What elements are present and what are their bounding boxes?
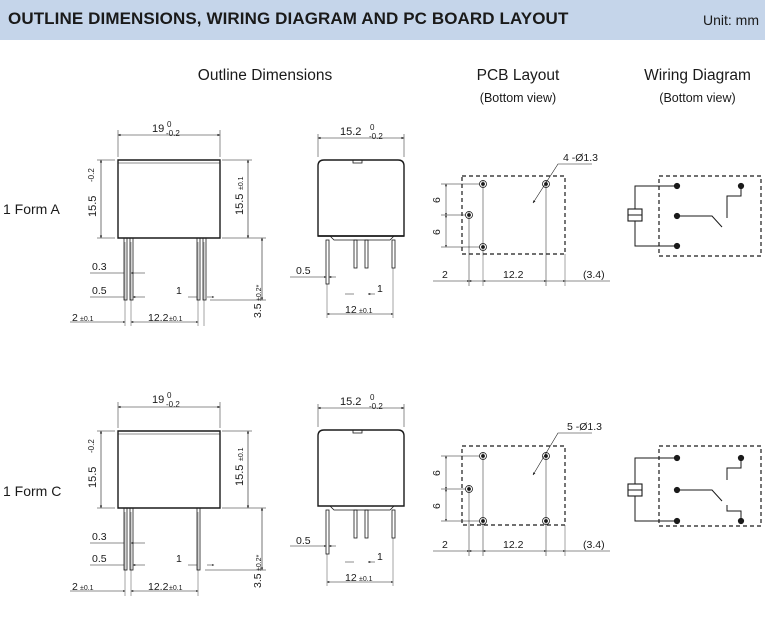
svg-text:-0.2: -0.2: [166, 400, 180, 409]
svg-text:±0.1: ±0.1: [80, 585, 94, 592]
pcb-bottom-view: (Bottom view): [479, 91, 557, 105]
form-c-side-view: [290, 404, 405, 586]
form-c-pcb-6b: 6: [431, 503, 443, 509]
svg-text:-0.2: -0.2: [369, 402, 383, 411]
section-title-wiring: Wiring Diagram: [644, 67, 751, 84]
form-a-front-width: 19: [152, 123, 164, 135]
form-a-pcb-2: 2: [442, 269, 448, 281]
form-c-pcb-2: 2: [442, 539, 448, 551]
form-a-side-1: 1: [377, 283, 383, 295]
form-c-pcb-layout: [433, 432, 610, 556]
form-a-front-height-right: 15.5: [234, 194, 246, 215]
form-a-pcb-6b: 6: [431, 229, 443, 235]
form-a-pin-1: 1: [176, 285, 182, 297]
form-c-side-05: 0.5: [296, 535, 311, 547]
form-c-wiring-diagram: [627, 445, 762, 527]
svg-text:±0.1: ±0.1: [169, 316, 183, 323]
form-a-pcb-holes: 4 -Ø1.3: [563, 152, 598, 164]
form-a-front-view: [70, 130, 266, 326]
form-c-pin-1: 1: [176, 553, 182, 565]
form-c-pcb-3-4: (3.4): [583, 539, 605, 551]
form-c-side-1: 1: [377, 551, 383, 563]
form-a-pcb-3-4: (3.4): [583, 269, 605, 281]
unit-label: Unit: mm: [703, 12, 759, 28]
svg-text:0: 0: [167, 391, 172, 400]
form-c-pin-05: 0.5: [92, 553, 107, 565]
form-a-pcb-6a: 6: [431, 197, 443, 203]
form-a-pitch-12-2: 12.2: [148, 312, 169, 324]
form-c-pitch-12-2: 12.2: [148, 581, 169, 593]
row-label-form-c: 1 Form C: [3, 483, 62, 499]
form-c-pcb-6a: 6: [431, 470, 443, 476]
header-bar: OUTLINE DIMENSIONS, WIRING DIAGRAM AND P…: [0, 0, 765, 40]
page-title: OUTLINE DIMENSIONS, WIRING DIAGRAM AND P…: [8, 9, 569, 28]
form-a-pin-03: 0.3: [92, 261, 107, 273]
svg-text:±0.1: ±0.1: [80, 316, 94, 323]
svg-text:±0.2*: ±0.2*: [256, 284, 263, 301]
form-c-side-pitch-12: 12: [345, 572, 357, 584]
svg-text:-0.2: -0.2: [369, 132, 383, 141]
svg-text:±0.2*: ±0.2*: [256, 554, 263, 571]
svg-text:±0.1: ±0.1: [238, 176, 245, 190]
form-a-wiring-diagram: [627, 175, 762, 257]
form-a-front-height: 15.5: [87, 196, 99, 217]
form-c-front-width: 19: [152, 394, 164, 406]
form-c-side-depth: 15.2: [340, 396, 361, 408]
form-c-pin-length: 3.5: [252, 573, 264, 588]
form-a-pcb-12-2: 12.2: [503, 269, 524, 281]
svg-text:±0.1: ±0.1: [359, 576, 373, 583]
form-c-front-height-right: 15.5: [234, 465, 246, 486]
svg-text:±0.1: ±0.1: [169, 585, 183, 592]
svg-text:-0.2: -0.2: [87, 168, 96, 182]
form-c-front-view: [70, 402, 266, 596]
svg-text:±0.1: ±0.1: [238, 447, 245, 461]
wiring-bottom-view: (Bottom view): [659, 91, 736, 105]
form-a-side-depth: 15.2: [340, 126, 361, 138]
svg-text:±0.1: ±0.1: [359, 308, 373, 315]
svg-text:0: 0: [370, 393, 375, 402]
form-a-side-05: 0.5: [296, 265, 311, 277]
row-label-form-a: 1 Form A: [3, 201, 60, 217]
section-title-outline: Outline Dimensions: [197, 67, 333, 84]
section-title-pcb: PCB Layout: [476, 67, 560, 84]
form-c-pcb-12-2: 12.2: [503, 539, 524, 551]
form-a-pin-length: 3.5: [252, 303, 264, 318]
form-a-pin-05: 0.5: [92, 285, 107, 297]
form-a-pcb-layout: [433, 163, 610, 286]
form-a-pitch-2: 2: [72, 312, 78, 324]
form-a-side-pitch-12: 12: [345, 304, 357, 316]
form-c-pitch-2: 2: [72, 581, 78, 593]
svg-text:0: 0: [370, 123, 375, 132]
form-a-side-view: [290, 134, 405, 318]
svg-text:0: 0: [167, 120, 172, 129]
form-c-front-height: 15.5: [87, 467, 99, 488]
svg-text:-0.2: -0.2: [87, 439, 96, 453]
form-c-pin-03: 0.3: [92, 531, 107, 543]
svg-text:-0.2: -0.2: [166, 129, 180, 138]
form-c-pcb-holes: 5 -Ø1.3: [567, 421, 602, 433]
